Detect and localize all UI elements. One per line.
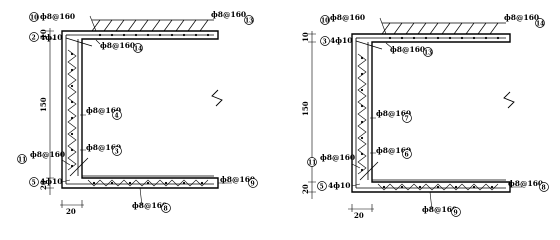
dim-lines-left [46, 28, 84, 208]
dim-bottom-right: 20 [301, 184, 310, 194]
wall-outline-left [61, 30, 219, 189]
break-mark-left [211, 89, 223, 107]
labels-left: 10 ф8@160 ф8@160 13 2 4ф10 ф8@160 14 ф8@… [17, 10, 258, 213]
corner-bars-left [65, 37, 93, 177]
rebar-label: ф8@160 [132, 201, 167, 210]
dim-width-left: 20 [66, 207, 76, 216]
dim-bottom-left: 20 [39, 180, 48, 190]
dim-height-right: 150 [301, 101, 310, 116]
rebar-label: ф8@160 [376, 146, 411, 155]
callout-num: 4 [115, 113, 119, 120]
rebar-lines-right [355, 37, 506, 189]
callout-num: 14 [536, 21, 544, 28]
rebar-lines-left [65, 34, 214, 185]
dim-lines-right [308, 31, 374, 212]
rebar-label: ф8@160 [220, 175, 255, 184]
callout-num: 5 [32, 180, 36, 187]
callout-num: 9 [454, 210, 458, 217]
callout-num: 11 [18, 157, 26, 164]
leaders-right [351, 17, 522, 211]
section-right [308, 17, 522, 212]
section-left [46, 15, 232, 208]
rebar-label: ф8@160 [86, 143, 121, 152]
rebar-label: 4ф10 [330, 36, 352, 45]
rebar-detail-drawing: 10 150 20 20 10 ф8@160 ф8@160 13 2 4ф10 … [17, 10, 549, 220]
rebar-label: ф8@160 [508, 179, 543, 188]
wall-outline-right [351, 33, 511, 193]
callout-num: 3 [115, 149, 119, 156]
rebar-label: ф8@160 [40, 12, 75, 21]
rebar-dots-right [360, 36, 500, 189]
callout-num: 11 [308, 160, 316, 167]
callout-num: 2 [32, 35, 36, 42]
rebar-label: 4ф10 [40, 177, 62, 186]
rebar-label: ф8@160 [330, 13, 365, 22]
break-mark-right [503, 91, 515, 109]
leaders-left [61, 15, 232, 207]
callout-num: 8 [164, 206, 168, 213]
dim-top-right: 10 [301, 32, 310, 42]
callout-num: 9 [251, 181, 255, 188]
rebar-label: ф8@160 [100, 41, 135, 50]
callout-num: 13 [245, 18, 253, 25]
rebar-label: ф8@160 [86, 106, 121, 115]
rebar-label: ф8@160 [422, 205, 457, 214]
top-hatch-right [381, 22, 499, 35]
rebar-label: ф8@160 [376, 109, 411, 118]
rebar-label: ф8@160 [211, 10, 246, 19]
slab-stirrups-right [377, 183, 499, 191]
stirrups-right [357, 53, 367, 175]
rebar-label: 4ф10 [40, 33, 62, 42]
callout-num: 3 [323, 39, 327, 46]
callout-num: 8 [542, 185, 546, 192]
corner-bars-right [355, 40, 383, 181]
slab-stirrups-left [87, 179, 209, 187]
dim-height-left: 150 [39, 97, 48, 112]
rebar-label: ф8@160 [504, 13, 539, 22]
rebar-label: ф8@160 [320, 153, 355, 162]
labels-right: 10 ф8@160 ф8@160 14 3 4ф10 ф8@160 13 ф8@… [307, 13, 549, 217]
dim-top-left: 10 [39, 29, 48, 39]
callout-num: 5 [320, 184, 324, 191]
callout-num: 13 [424, 50, 432, 57]
rebar-dots-left [70, 33, 210, 185]
rebar-label: ф8@160 [390, 45, 425, 54]
callout-num: 10 [321, 18, 329, 25]
rebar-label: ф8@160 [30, 150, 65, 159]
callout-num: 10 [30, 15, 38, 22]
callout-num: 14 [134, 46, 142, 53]
callout-num: 7 [405, 116, 409, 123]
top-hatch-left [91, 19, 209, 32]
rebar-label: 4ф10 [328, 181, 350, 190]
callout-num: 6 [405, 152, 409, 159]
stirrups-left [67, 49, 77, 171]
dim-width-right: 20 [354, 211, 364, 220]
